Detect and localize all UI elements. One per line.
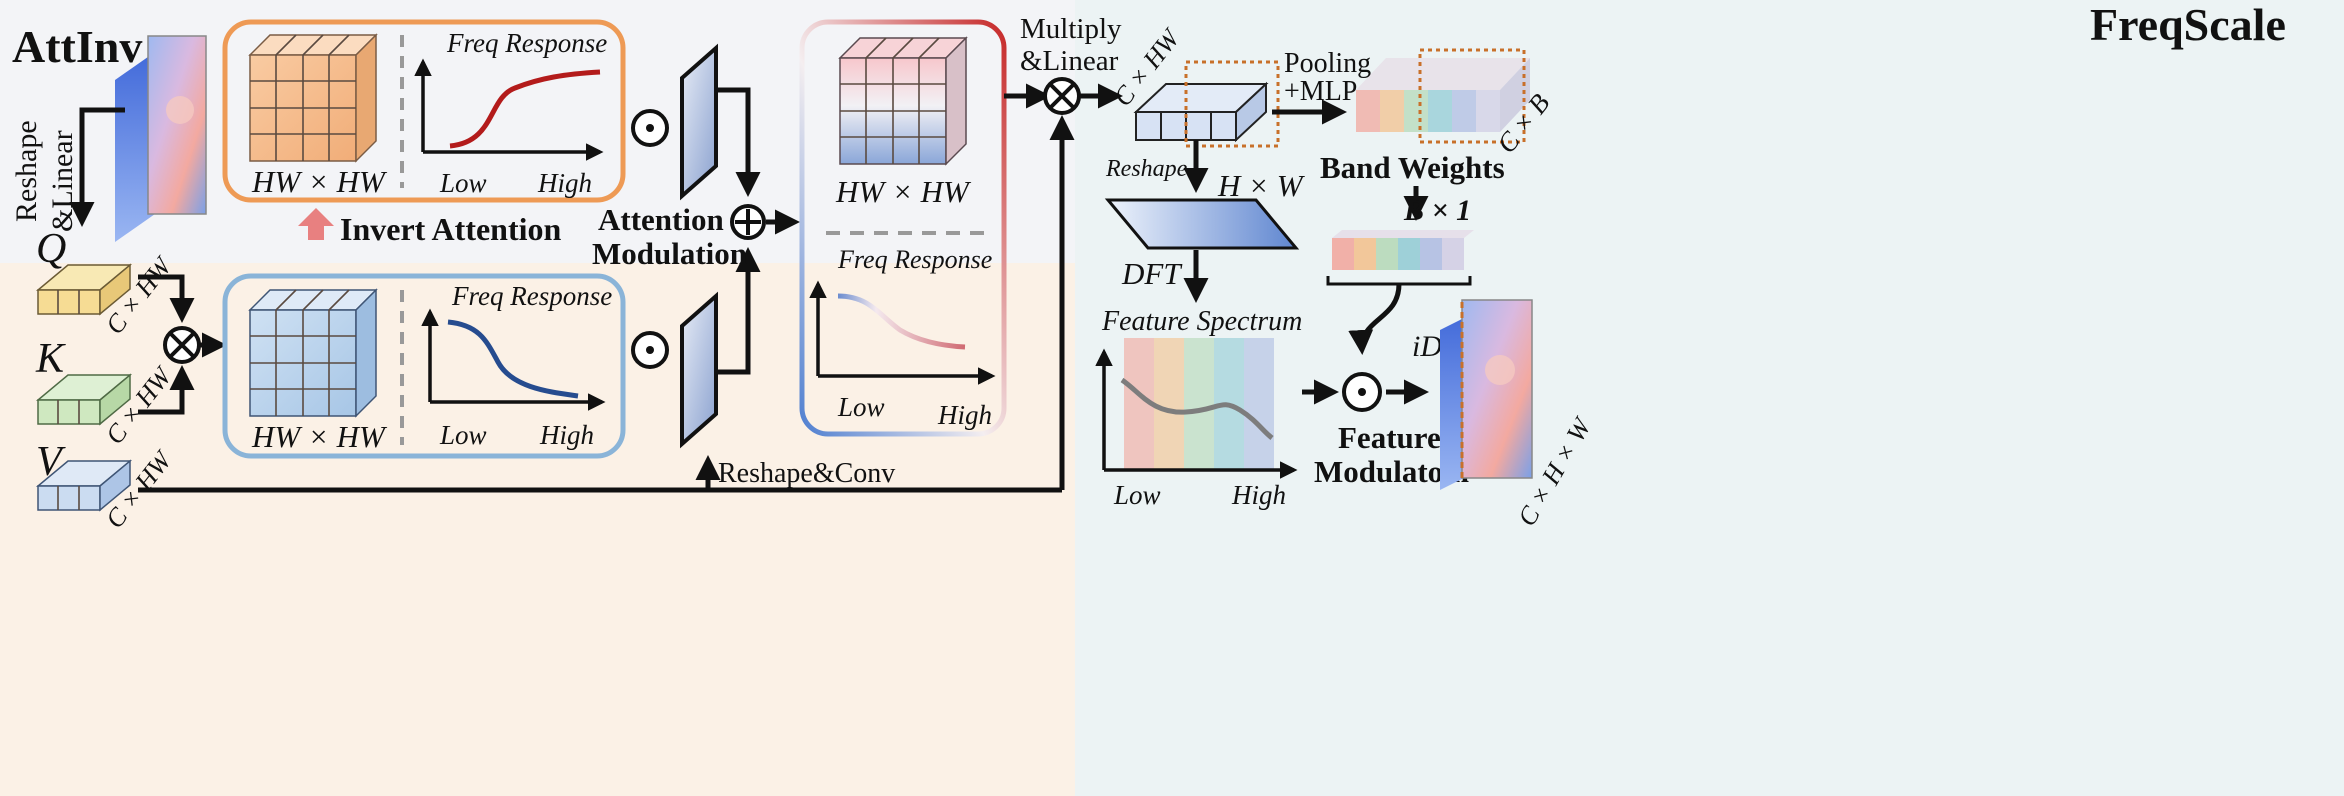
freq-response-title-bottom: Freq Response — [451, 281, 612, 311]
hxw-label: H × W — [1217, 168, 1306, 203]
band-weight-vector — [1332, 230, 1474, 270]
v-label: V — [36, 439, 66, 485]
freq-response-title-modulated: Freq Response — [837, 245, 992, 274]
feature-spectrum-title: Feature Spectrum — [1101, 306, 1302, 337]
k-tensor — [35, 373, 133, 426]
spectrum-bands — [1124, 338, 1274, 470]
modulation-label: Modulation — [592, 236, 747, 271]
hadamard-top-icon — [631, 109, 669, 147]
multiply-linear-icon — [1043, 77, 1081, 115]
inverted-attention-shape-label: HW × HW — [251, 164, 388, 199]
band-weights-tensor — [1356, 58, 1530, 132]
low-label-bottom: Low — [439, 420, 487, 450]
modulated-attention-cube — [838, 36, 968, 166]
feature-label: Feature — [1338, 420, 1441, 455]
output-feature-map — [1440, 299, 1533, 490]
bottom-panel-background — [0, 263, 1075, 796]
weight-plate-top — [680, 43, 718, 201]
b1-label: B × 1 — [1403, 194, 1471, 227]
pooling-label: Pooling — [1284, 48, 1371, 79]
attention-cube — [248, 288, 378, 418]
sum-icon — [730, 204, 766, 240]
low-label-top: Low — [439, 168, 487, 198]
v-tensor — [35, 459, 133, 512]
up-arrow-icon — [298, 208, 334, 240]
k-to-multiply-arrow — [138, 365, 195, 415]
mlp-label: +MLP — [1284, 76, 1357, 107]
qk-multiply-icon — [163, 326, 201, 364]
freq-response-curve-high-pass — [449, 69, 601, 149]
dft-label: DFT — [1121, 256, 1183, 291]
reshape-label: Reshape — [10, 120, 43, 222]
multiply-label: Multiply — [1020, 13, 1122, 45]
invert-attention-label: Invert Attention — [340, 211, 562, 247]
inverted-attention-box — [222, 19, 626, 203]
top-branch-to-sum-arrow — [716, 87, 761, 197]
low-label-spectrum: Low — [1113, 480, 1161, 510]
attention-box — [222, 273, 626, 459]
reshape-linear-arrow — [69, 107, 125, 227]
linear-label-right: &Linear — [1020, 45, 1119, 77]
q-to-multiply-arrow — [138, 274, 195, 323]
attinv-title: AttInv — [12, 21, 142, 72]
reshape-conv-label: Reshape&Conv — [718, 458, 895, 489]
reshape-right-label: Reshape — [1105, 156, 1188, 182]
inverted-attention-cube — [248, 33, 378, 163]
input-feature-map — [115, 35, 207, 242]
feature-modulation-icon — [1342, 372, 1382, 412]
q-tensor — [35, 263, 133, 316]
bottom-branch-to-sum-arrow — [716, 247, 761, 375]
modulated-shape-label: HW × HW — [835, 174, 972, 209]
weight-plate-bottom — [680, 291, 718, 449]
high-label-modulated: High — [937, 400, 992, 430]
hadamard-bottom-icon — [631, 331, 669, 369]
high-label-bottom: High — [539, 420, 594, 450]
spatial-feature-plane — [1104, 198, 1300, 250]
freq-response-curve-low-pass — [447, 319, 579, 399]
band-weights-label: Band Weights — [1320, 150, 1505, 185]
attention-label: Attention — [598, 202, 724, 237]
k-label: K — [35, 336, 66, 382]
attention-shape-label: HW × HW — [251, 419, 388, 454]
low-label-modulated: Low — [837, 392, 885, 422]
band-weights-outline — [1418, 48, 1526, 144]
freqscale-panel-background — [1075, 0, 2344, 796]
high-label-spectrum: High — [1231, 480, 1286, 510]
q-label: Q — [36, 226, 66, 272]
freq-response-title-top: Freq Response — [446, 28, 607, 58]
weights-to-modulation-arrow — [1348, 283, 1402, 355]
spectrum-curve — [1120, 377, 1274, 440]
linear-label: &Linear — [46, 130, 79, 232]
freqscale-title: FreqScale — [2090, 0, 2286, 50]
modulated-attention-box — [799, 19, 1007, 437]
high-label-top: High — [537, 168, 592, 198]
freq-response-curve-modulated — [837, 293, 966, 350]
